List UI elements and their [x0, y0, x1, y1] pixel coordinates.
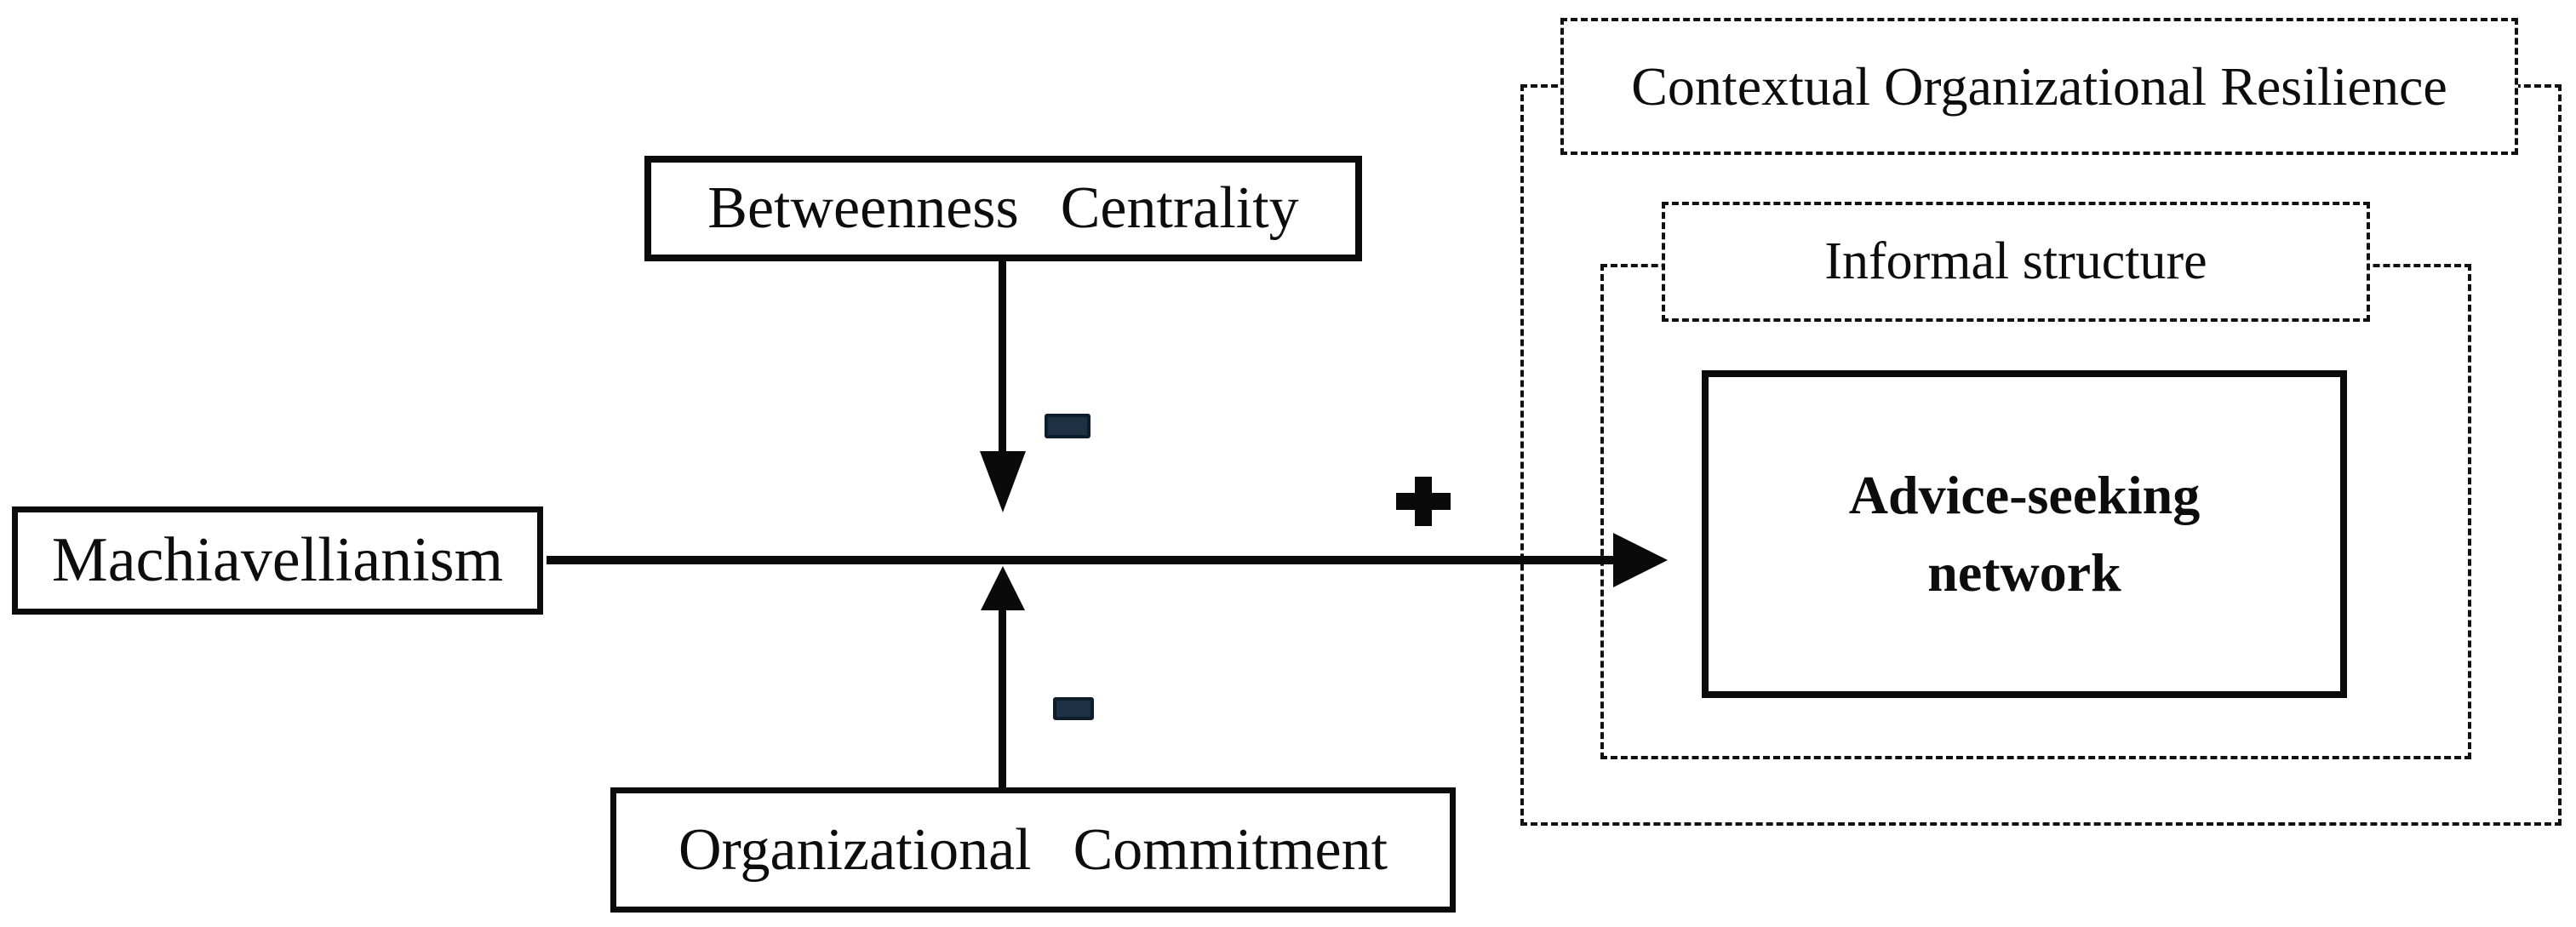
- direct-effect-arrow-line: [547, 556, 1613, 564]
- betweenness-moderation-arrowhead-icon: [980, 451, 1026, 512]
- direct-effect-arrowhead-icon: [1613, 533, 1668, 587]
- plus-vertical-bar: [1415, 477, 1432, 526]
- minus-sign-icon: −: [1053, 697, 1094, 720]
- machiavellianism-label: Machiavellianism: [51, 525, 504, 595]
- advice-seeking-network-node: Advice-seeking network: [1702, 370, 2347, 698]
- organizational-commitment-label: Organizational Commitment: [678, 816, 1388, 883]
- commitment-moderation-arrow-line: [999, 609, 1006, 787]
- betweenness-centrality-node: Betweenness Centrality: [644, 156, 1362, 261]
- informal-structure-label-box: Informal structure: [1662, 202, 2370, 322]
- commitment-moderation-arrowhead-icon: [981, 566, 1025, 610]
- plus-sign-icon: +: [1396, 477, 1451, 526]
- minus-sign-icon: −: [1045, 414, 1091, 438]
- contextual-organizational-resilience-label: Contextual Organizational Resilience: [1631, 55, 2447, 117]
- advice-seeking-network-label: Advice-seeking network: [1849, 457, 2200, 612]
- advice-seeking-network-label-line2: network: [1927, 541, 2121, 603]
- organizational-commitment-node: Organizational Commitment: [610, 787, 1456, 913]
- machiavellianism-node: Machiavellianism: [12, 506, 543, 615]
- betweenness-centrality-label: Betweenness Centrality: [707, 175, 1299, 241]
- advice-seeking-network-label-line1: Advice-seeking: [1848, 464, 2201, 525]
- informal-structure-label: Informal structure: [1824, 232, 2207, 290]
- betweenness-moderation-arrow-line: [999, 260, 1006, 451]
- contextual-organizational-resilience-label-box: Contextual Organizational Resilience: [1560, 18, 2518, 155]
